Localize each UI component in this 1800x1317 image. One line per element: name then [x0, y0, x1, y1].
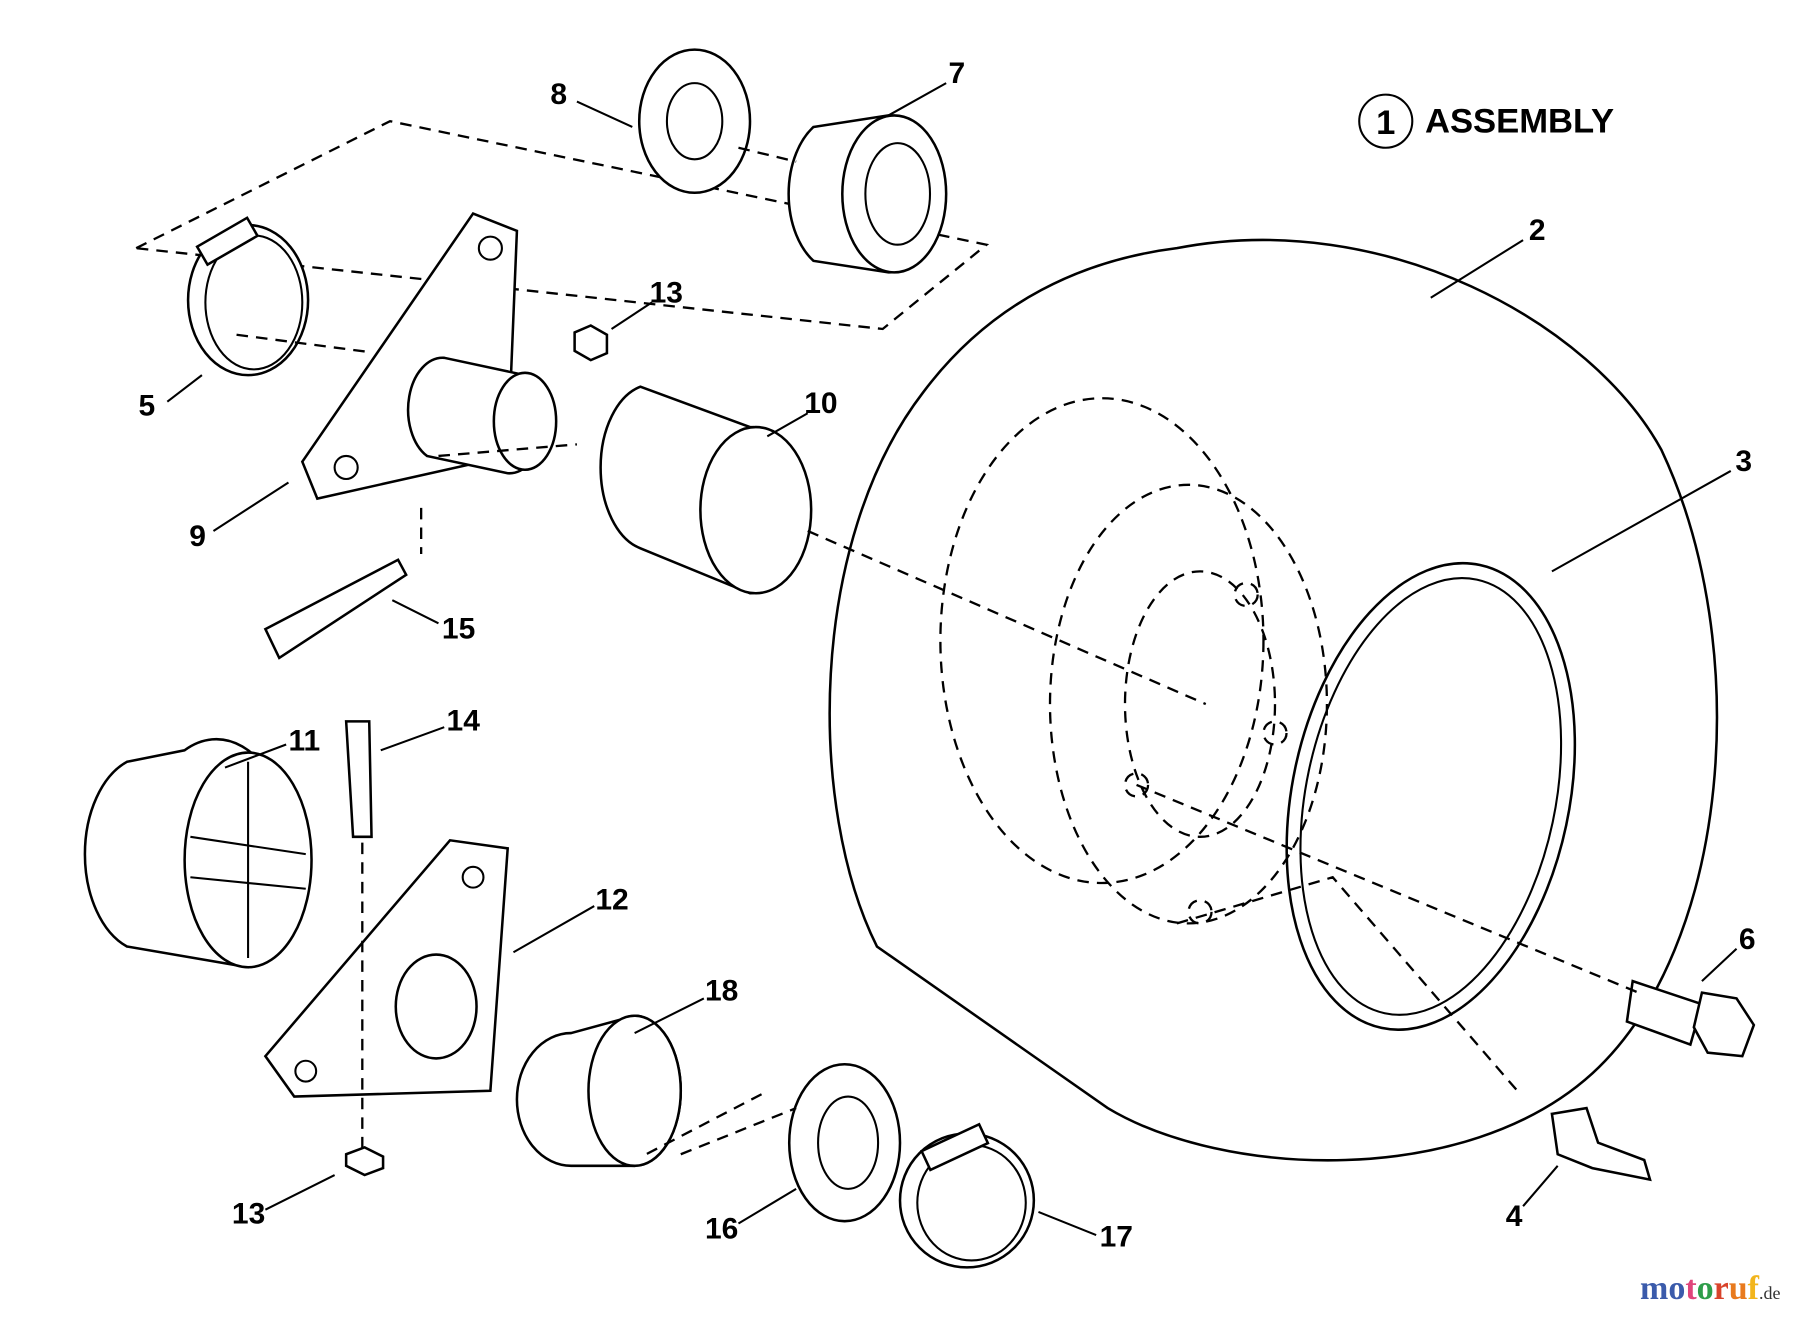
nut-13-bottom	[344, 1145, 385, 1177]
rim	[1285, 561, 1577, 1031]
callout-14: 14	[447, 705, 481, 738]
bearing-8	[637, 48, 752, 195]
tire	[828, 238, 1719, 1162]
assembly-number: 1	[1376, 104, 1395, 142]
assembly-outline	[132, 119, 990, 331]
assembly-number-circle	[1358, 93, 1414, 149]
assembly-title: ASSEMBLY	[1425, 103, 1614, 141]
bracket-12	[263, 838, 510, 1098]
callout-12: 12	[595, 884, 628, 917]
callout-2: 2	[1529, 214, 1546, 247]
pin-15	[263, 558, 408, 660]
callout-17: 17	[1100, 1221, 1133, 1254]
watermark-logo: motoruf.de	[1640, 1270, 1781, 1307]
callout-13: 13	[650, 276, 683, 309]
callout-9: 9	[189, 520, 206, 553]
hose-clamp-5	[186, 216, 310, 377]
callout-16: 16	[705, 1213, 738, 1246]
bolt-6	[1625, 979, 1756, 1058]
callout-6: 6	[1739, 923, 1756, 956]
leader-lines	[166, 82, 1738, 1237]
valve-stem-4	[1550, 1106, 1652, 1182]
callout-4: 4	[1506, 1200, 1523, 1233]
callout-18: 18	[705, 975, 738, 1008]
callout-11: 11	[288, 724, 320, 757]
bearing-16	[787, 1062, 902, 1223]
nut-13-top	[573, 324, 609, 362]
bracket-9	[300, 211, 558, 501]
spacer-11	[83, 737, 313, 969]
bushing-18	[515, 1014, 683, 1168]
hose-clamp-17	[898, 1122, 1036, 1269]
callout-3: 3	[1735, 445, 1752, 478]
callout-13-bottom: 13	[232, 1198, 265, 1231]
callout-15: 15	[442, 612, 475, 645]
callout-7: 7	[948, 57, 965, 90]
callout-10: 10	[804, 387, 837, 420]
pin-14	[344, 720, 373, 839]
callout-8: 8	[550, 78, 567, 111]
callout-5: 5	[138, 390, 155, 423]
bushing-10	[599, 385, 813, 595]
bushing-7	[787, 114, 948, 274]
